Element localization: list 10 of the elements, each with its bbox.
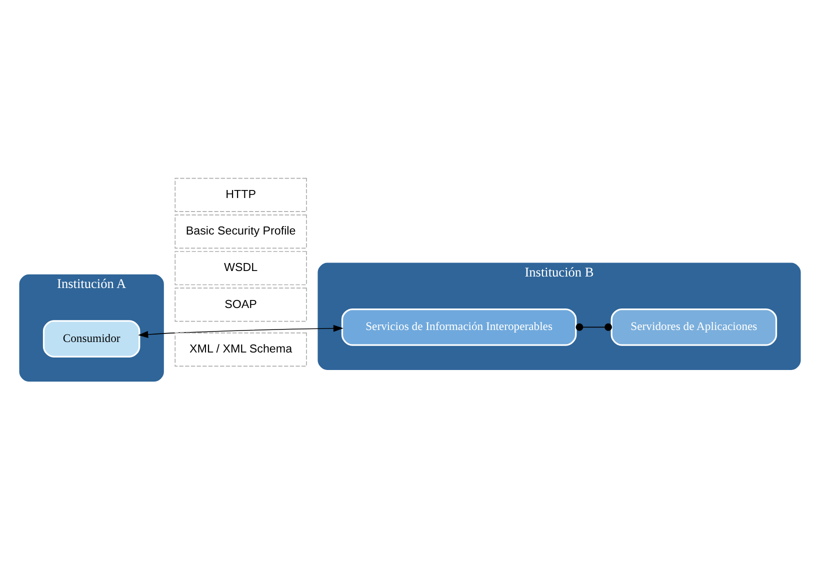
node-box: XML / XML Schema [174,332,307,367]
node-box: SOAP [174,288,307,322]
connector [576,323,612,331]
node-box: HTTP [174,178,307,212]
node-box: Basic Security Profile [174,214,307,249]
node-box: Consumidor [42,320,140,358]
node-box: Servicios de Información Interoperables [341,308,577,346]
arrow [138,324,344,338]
node-box: WSDL [174,251,307,286]
node-box: Servidores de Aplicaciones [610,308,778,346]
